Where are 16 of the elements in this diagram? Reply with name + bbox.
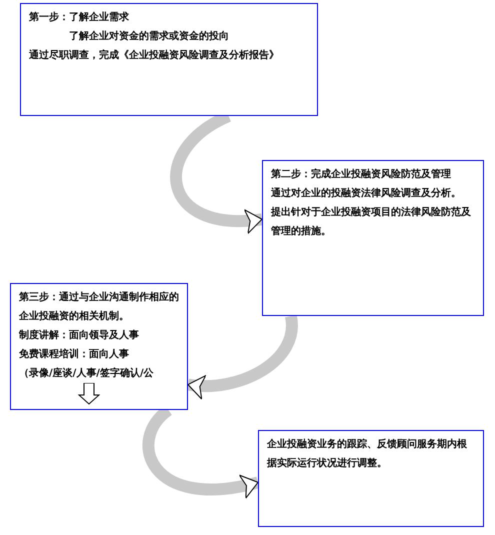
step-text: 提出针对于企业投融资项目的法律风险防范及管理的措施。: [271, 206, 472, 239]
step-box: [262, 160, 484, 316]
step-text: 第一步：了解企业需求: [29, 10, 130, 25]
step-text: 制度讲解：面向领导及人事: [19, 328, 140, 343]
step-box: [20, 3, 318, 116]
step-text: 第二步：完成企业投融资风险防范及管理: [271, 167, 452, 182]
step-text: 了解企业对资金的需求或资金的投向: [68, 30, 230, 44]
step-box: [258, 430, 484, 527]
step-text: 通过对企业的投融资法律风险调查及分析。: [271, 186, 462, 201]
step-box: [10, 283, 188, 410]
step-text: （录像/座谈/人事/签字确认/公: [19, 366, 155, 381]
curved-arrow: [187, 315, 298, 399]
step-text: 第三步：通过与企业沟通制作相应的企业投融资的相关机制。: [19, 290, 179, 324]
step-text: 通过尽职调查，完成《企业投融资风险调查及分析报告》: [29, 48, 280, 63]
step-text: 免费课程培训：面向人事: [19, 347, 130, 362]
step-text: 企业投融资业务的跟踪、反馈顾问服务期内根据实际运行状况进行调整。: [267, 438, 468, 471]
